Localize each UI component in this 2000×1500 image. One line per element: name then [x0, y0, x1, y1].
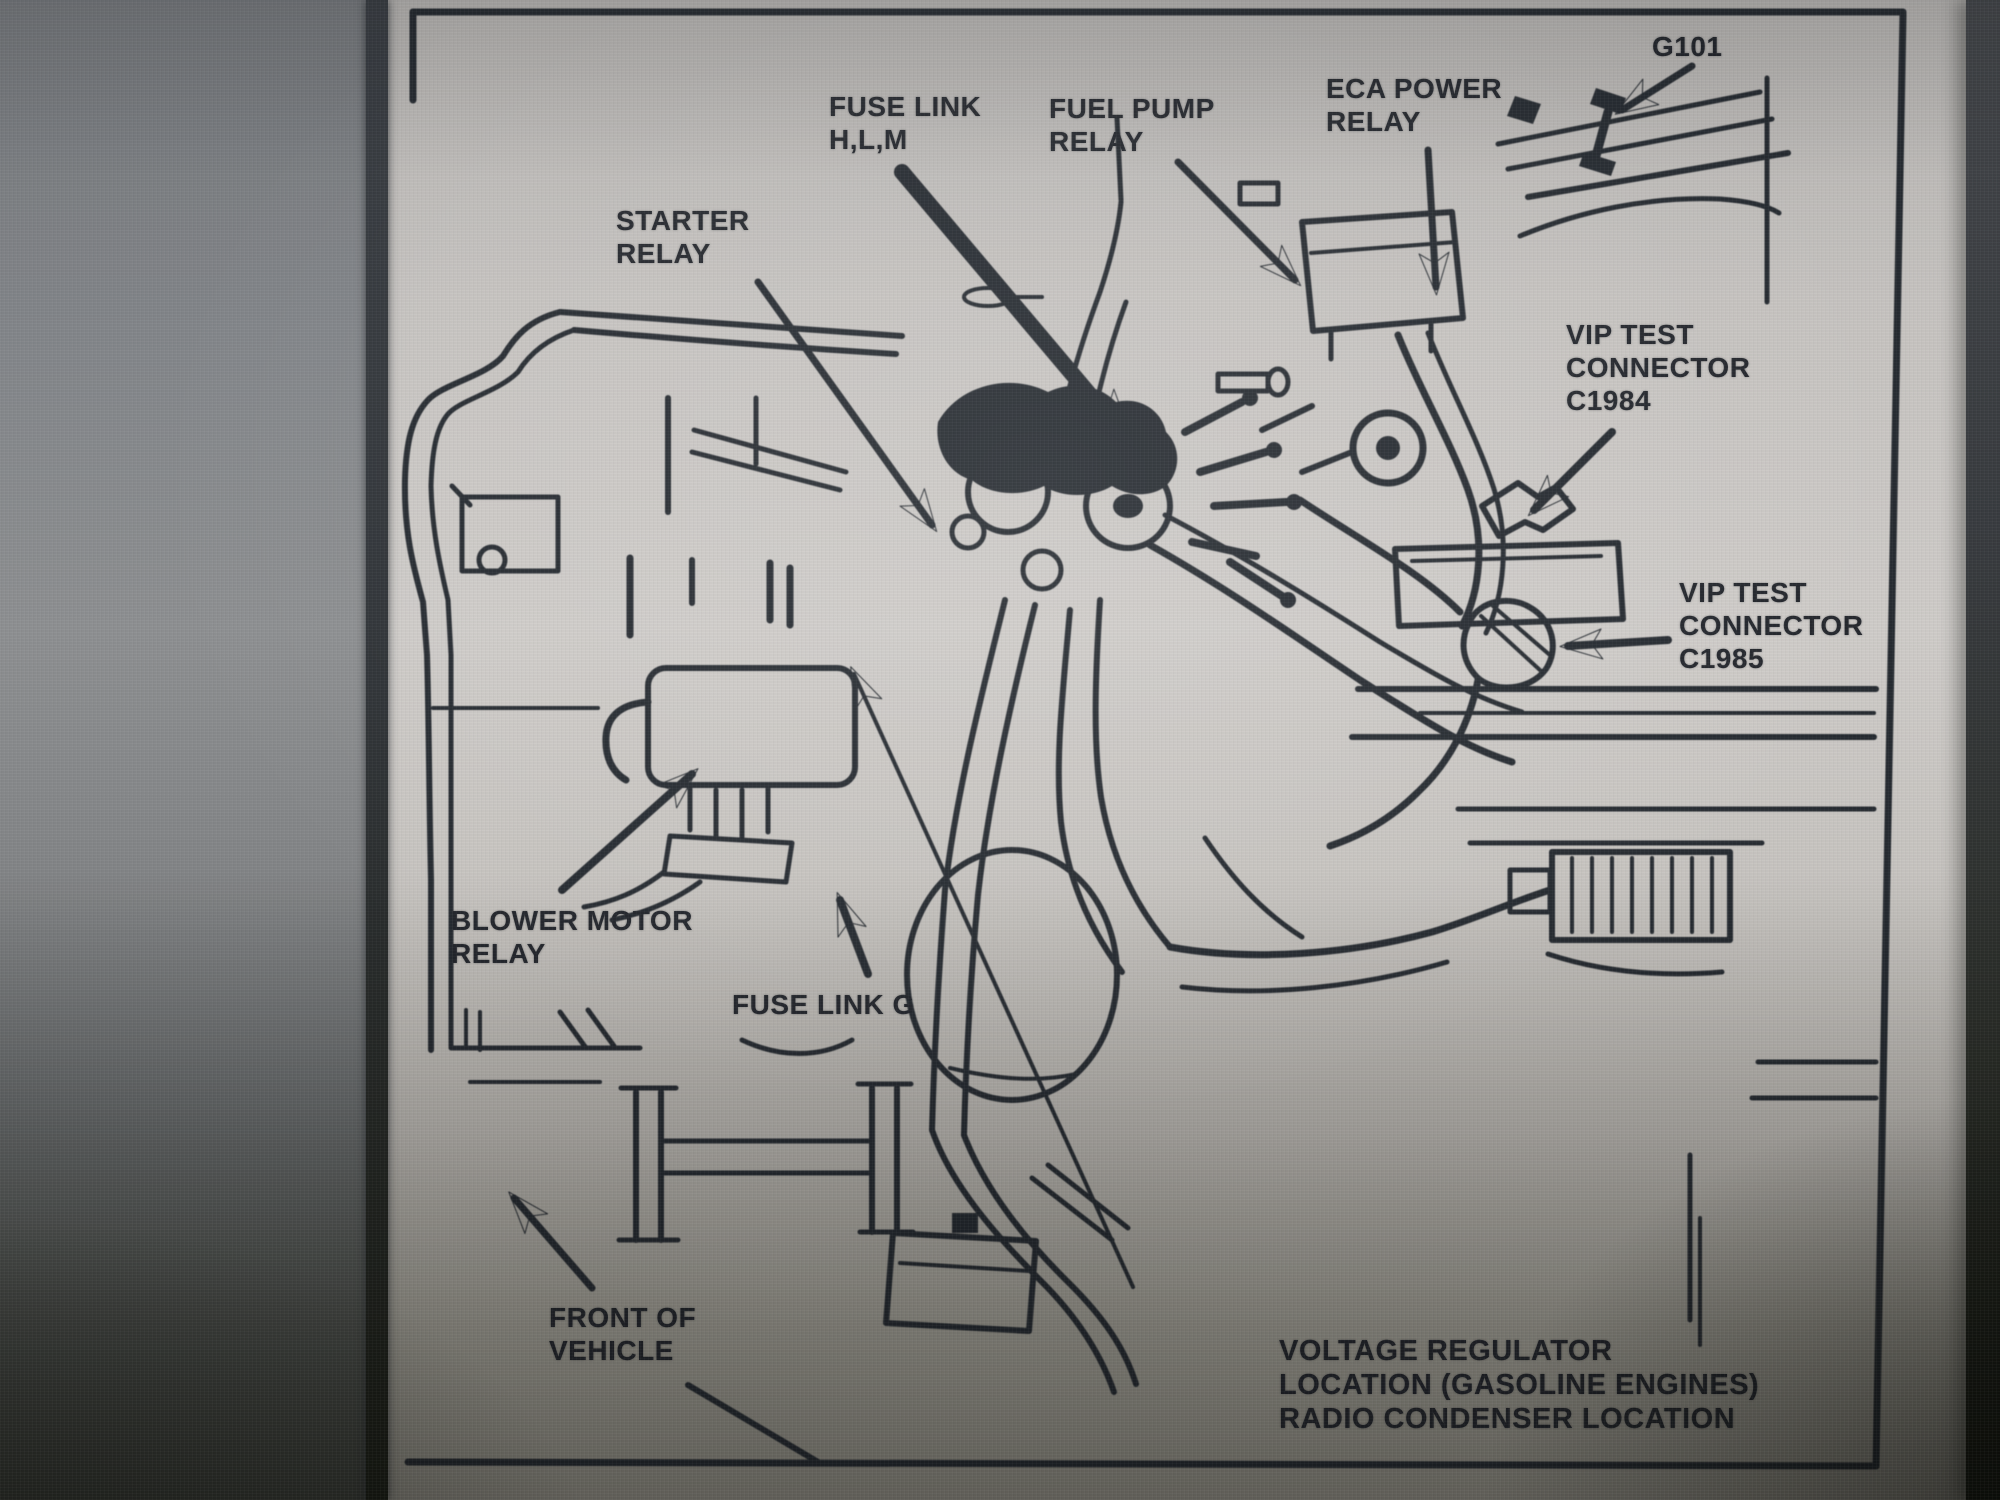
label-voltage-regulator-location: VOLTAGE REGULATOR LOCATION (GASOLINE ENG…: [1279, 1334, 1759, 1436]
arrow-starter-relay: [754, 278, 938, 533]
label-line: ECA POWER: [1326, 73, 1503, 104]
label-line: VIP TEST: [1679, 577, 1807, 608]
arrow-eca-power-relay: [1418, 146, 1450, 296]
right-cowl-hatching: [1495, 75, 1791, 305]
label-line: RELAY: [451, 938, 546, 969]
label-line: G101: [1652, 31, 1723, 62]
label-starter-relay: STARTER RELAY: [616, 204, 750, 270]
screen-background-right: [1966, 0, 2000, 1500]
label-line: C1984: [1566, 385, 1652, 416]
label-line: FUEL PUMP: [1049, 93, 1215, 124]
label-line: STARTER: [616, 205, 750, 236]
arrow-vip-c1984: [1527, 428, 1616, 517]
blower-motor-relay-drawing: [449, 483, 858, 923]
label-eca-power-relay: ECA POWER RELAY: [1326, 72, 1502, 138]
label-line: VIP TEST: [1566, 319, 1694, 350]
label-line: RADIO CONDENSER LOCATION: [1279, 1403, 1736, 1435]
label-line: RELAY: [1049, 126, 1144, 157]
label-line: H,L,M: [829, 124, 908, 155]
label-blower-motor-relay: BLOWER MOTOR RELAY: [451, 904, 693, 970]
label-vip-test-connector-c1985: VIP TEST CONNECTOR C1985: [1679, 576, 1863, 675]
right-harness-bundle: [1296, 330, 1506, 850]
vip-connector-c1985-drawing: [1460, 597, 1556, 691]
label-line: VEHICLE: [549, 1335, 674, 1366]
label-line: BLOWER MOTOR: [451, 905, 693, 936]
label-line: VOLTAGE REGULATOR: [1279, 1335, 1613, 1367]
label-line: CONNECTOR: [1566, 352, 1751, 383]
label-line: CONNECTOR: [1679, 610, 1864, 641]
arrow-vip-c1985: [1559, 628, 1672, 660]
arrow-fuel-pump-relay: [1174, 158, 1302, 287]
label-line: FRONT OF: [549, 1302, 697, 1333]
label-line: LOCATION (GASOLINE ENGINES): [1279, 1369, 1760, 1401]
label-fuse-link-g: FUSE LINK G: [732, 988, 915, 1021]
label-vip-test-connector-c1984: VIP TEST CONNECTOR C1984: [1566, 318, 1750, 417]
label-fuse-link-hlm: FUSE LINK H,L,M: [829, 90, 981, 156]
label-line: RELAY: [616, 238, 711, 269]
label-fuel-pump-relay: FUEL PUMP RELAY: [1049, 92, 1215, 158]
arrow-g101: [1614, 62, 1696, 115]
screen-background-left: [0, 0, 370, 1500]
label-line: FUSE LINK G: [732, 989, 915, 1020]
label-g101: G101: [1652, 30, 1723, 63]
arrow-fuse-link-g: [836, 892, 872, 978]
page-left-edge-shadow: [366, 0, 388, 1500]
arrow-front-of-vehicle: [508, 1191, 596, 1292]
label-line: RELAY: [1326, 106, 1421, 137]
label-front-of-vehicle: FRONT OF VEHICLE: [549, 1301, 696, 1367]
label-line: C1985: [1679, 643, 1765, 674]
label-line: FUSE LINK: [829, 91, 982, 122]
starter-relay-drawing: [937, 366, 1427, 592]
